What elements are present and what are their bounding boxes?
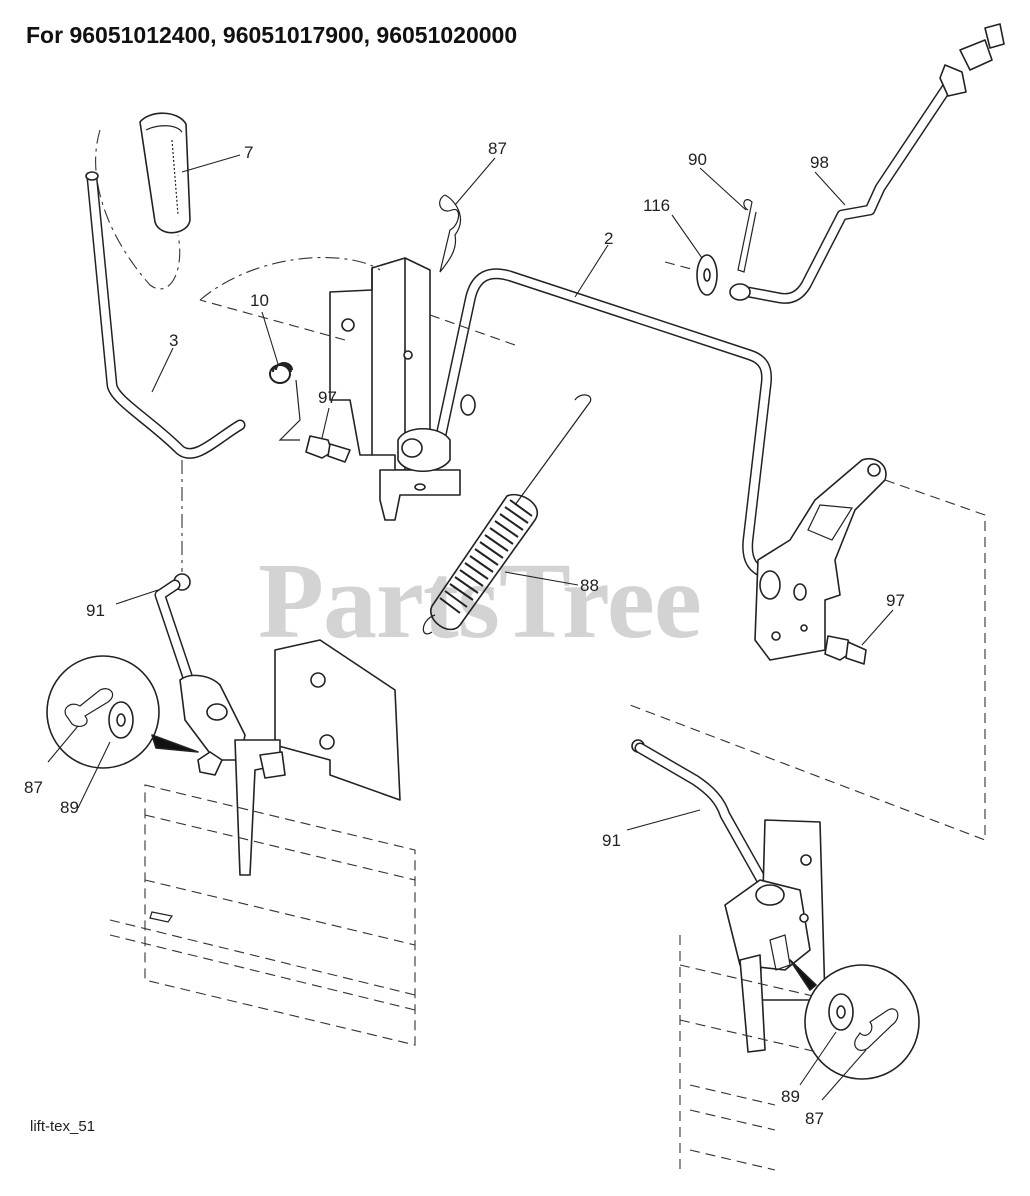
part-97-bolt-upper[interactable] bbox=[305, 435, 351, 463]
lower-left-plate bbox=[109, 639, 416, 1046]
diagram-id: lift-tex_51 bbox=[30, 1118, 96, 1135]
callout-87-left: 87 bbox=[24, 778, 43, 797]
callout-87-top: 87 bbox=[488, 139, 507, 158]
callout-97-upper: 97 bbox=[318, 388, 337, 407]
detail-circle-right bbox=[789, 959, 920, 1080]
part-90-hairpin-clip[interactable] bbox=[737, 199, 757, 273]
part-97-bolt-right[interactable] bbox=[824, 635, 867, 665]
part-116-washer[interactable] bbox=[664, 254, 718, 296]
callout-97-right: 97 bbox=[886, 591, 905, 610]
detail-circle-left bbox=[46, 655, 199, 769]
callout-88: 88 bbox=[580, 576, 599, 595]
part-91-lift-link-left[interactable] bbox=[154, 460, 246, 761]
callout-91-left: 91 bbox=[86, 601, 105, 620]
callout-116: 116 bbox=[643, 196, 670, 215]
callout-7: 7 bbox=[244, 143, 253, 162]
part-7-handle-grip[interactable] bbox=[95, 112, 191, 290]
part-88-extension-spring[interactable] bbox=[422, 394, 592, 635]
part-2-lift-shaft[interactable] bbox=[397, 268, 776, 581]
right-bracket bbox=[629, 458, 986, 841]
callout-89-left: 89 bbox=[60, 798, 79, 817]
lower-right-plate bbox=[679, 819, 831, 1171]
part-10-torsion-spring[interactable] bbox=[269, 362, 301, 441]
callout-98: 98 bbox=[810, 153, 829, 172]
callout-labels: 7 87 90 98 116 2 10 3 97 88 91 97 87 89 … bbox=[24, 139, 905, 1128]
diagram-title: For 96051012400, 96051017900, 9605102000… bbox=[26, 22, 518, 48]
callout-10: 10 bbox=[250, 291, 269, 310]
part-3-lift-handle[interactable] bbox=[85, 171, 246, 459]
mounting-bracket bbox=[199, 256, 461, 521]
part-91-lift-link-right[interactable] bbox=[631, 739, 776, 901]
part-98-adjust-rod[interactable] bbox=[729, 23, 1005, 304]
part-87-hairpin-clip-top[interactable] bbox=[439, 194, 461, 273]
callout-91-right: 91 bbox=[602, 831, 621, 850]
leader-lines bbox=[47, 154, 894, 1101]
callout-87-right: 87 bbox=[805, 1109, 824, 1128]
callout-90: 90 bbox=[688, 150, 707, 169]
callout-89-right: 89 bbox=[781, 1087, 800, 1106]
callout-2: 2 bbox=[604, 229, 613, 248]
callout-3: 3 bbox=[169, 331, 178, 350]
